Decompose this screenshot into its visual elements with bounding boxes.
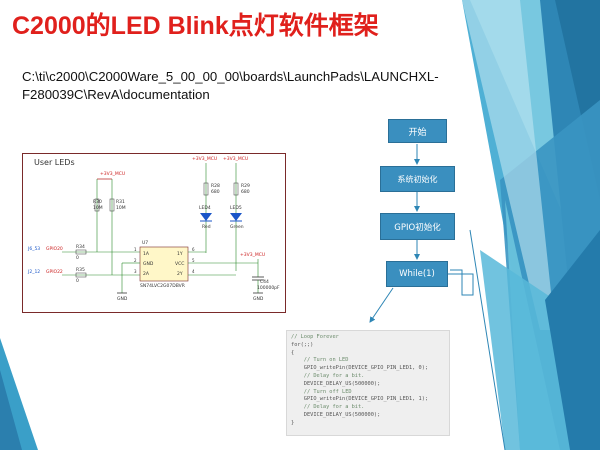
- code-line: GPIO_writePin(DEVICE_GPIO_PIN_LED1, 1);: [291, 396, 429, 403]
- schematic-title: User LEDs: [34, 158, 75, 167]
- code-block: // Loop Forever for(;;) { // Turn on LED…: [286, 330, 450, 436]
- code-line: DEVICE_DELAY_US(500000);: [291, 380, 381, 387]
- c44-value: 100000pF: [257, 285, 280, 291]
- ic-pin-num-2: 2: [134, 258, 137, 263]
- code-line: // Turn off LED: [291, 388, 352, 395]
- led-schematic: User LEDs +3V3_MCU +3V3_MCU +3V3_MCU +3V…: [22, 153, 286, 313]
- r28-value: 680: [211, 189, 220, 195]
- gnd-label-1: GND: [117, 296, 128, 302]
- net2-label: GPIO22: [46, 269, 63, 275]
- code-line: DEVICE_DELAY_US(500000);: [291, 411, 381, 418]
- vcc-label-2: +3V3_MCU: [192, 156, 217, 162]
- ic-pin-num-6: 6: [192, 247, 195, 252]
- ic-body: [139, 246, 189, 282]
- ic-pin-gnd: GND: [143, 261, 154, 267]
- page-title: C2000的LED Blink点灯软件框架: [12, 12, 379, 40]
- code-line: // Turn on LED: [291, 357, 349, 364]
- flow-sys-init-box: 系统初始化: [380, 166, 455, 192]
- r31-label: R31: [116, 199, 125, 205]
- net1-label: GPIO20: [46, 246, 63, 252]
- led4-color: Red: [202, 224, 211, 230]
- ic-pin-num-3: 3: [134, 269, 137, 274]
- code-line: for(;;): [291, 341, 314, 348]
- code-line: // Delay for a bit.: [291, 404, 365, 411]
- ic-pin-vcc: VCC: [175, 261, 184, 267]
- led5-label: LED5: [230, 205, 242, 211]
- ic-pin-1y: 1Y: [177, 251, 183, 257]
- r29-value: 680: [241, 189, 250, 195]
- led4-label: LED4: [199, 205, 211, 211]
- flow-loop-label: While(1): [399, 269, 435, 279]
- ic-pin-2y: 2Y: [177, 271, 183, 277]
- ic-pin-num-4: 4: [192, 269, 195, 274]
- gnd-label-2: GND: [253, 296, 264, 302]
- r34-label: R34: [76, 244, 85, 250]
- ic-pin-2a: 2A: [143, 271, 150, 277]
- led5-color: Green: [230, 224, 244, 230]
- led4-icon: [200, 213, 212, 221]
- flow-loop-box: While(1): [386, 261, 448, 287]
- flow-gpio-init-label: GPIO初始化: [394, 222, 441, 233]
- code-line: // Delay for a bit.: [291, 372, 365, 379]
- r35-value: 0: [76, 278, 79, 284]
- r35-label: R35: [76, 267, 85, 273]
- flow-start-label: 开始: [408, 127, 427, 138]
- r30-value: 10M: [93, 205, 103, 211]
- led5-icon: [230, 213, 242, 221]
- code-line: GPIO_writePin(DEVICE_GPIO_PIN_LED1, 0);: [291, 365, 429, 372]
- r28-label: R28: [211, 183, 220, 189]
- flow-start-box: 开始: [388, 119, 447, 143]
- r34-value: 0: [76, 255, 79, 261]
- vcc-label-3: +3V3_MCU: [223, 156, 248, 162]
- ic-label: U7: [142, 240, 148, 246]
- file-path-line-1: C:\ti\c2000\C2000Ware_5_00_00_00\boards\…: [22, 69, 439, 84]
- ic-pin-num-5: 5: [192, 258, 195, 263]
- ic-pin-num-1: 1: [134, 247, 137, 252]
- c44-label: C44: [260, 279, 269, 285]
- flow-sys-init-label: 系统初始化: [397, 174, 438, 184]
- code-line: // Loop Forever: [291, 334, 339, 340]
- code-line: }: [291, 419, 295, 426]
- file-path: C:\ti\c2000\C2000Ware_5_00_00_00\boards\…: [22, 68, 492, 104]
- ic-part: SN74LVC2G07DBVR: [140, 283, 185, 289]
- vcc-label-4: +3V3_MCU: [240, 252, 265, 258]
- ic-pin-1a: 1A: [143, 251, 150, 257]
- net2-pin: J2_12: [27, 269, 40, 275]
- flow-gpio-init-box: GPIO初始化: [380, 213, 455, 240]
- r29-label: R29: [241, 183, 250, 189]
- file-path-line-2: F280039C\RevA\documentation: [22, 87, 210, 102]
- r30-label: R30: [93, 199, 102, 205]
- net1-pin: J6_53: [27, 246, 40, 252]
- vcc-label-1: +3V3_MCU: [100, 171, 125, 177]
- r31-value: 10M: [116, 205, 126, 211]
- code-line: {: [291, 349, 295, 356]
